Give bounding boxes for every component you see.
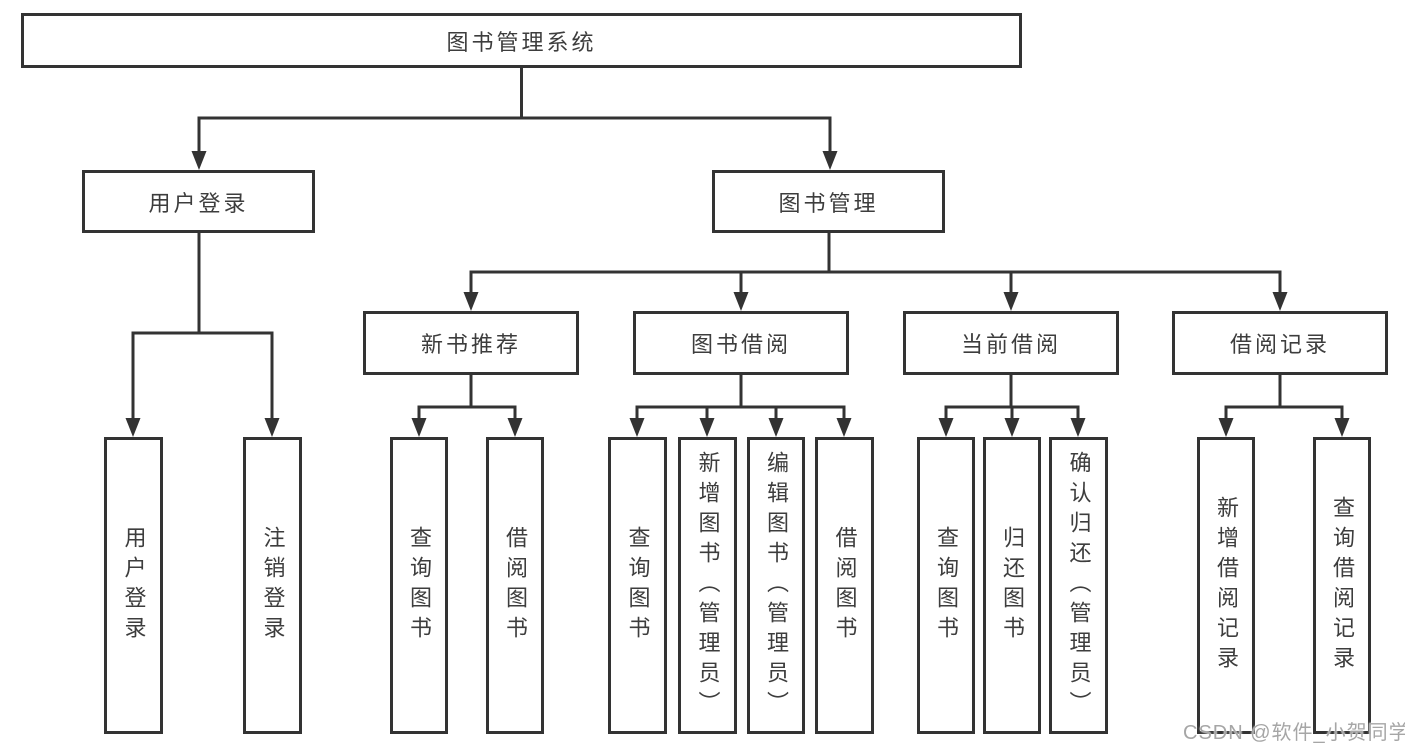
- leaf-query-books-recommend: 查询图书: [390, 437, 448, 734]
- node-library-management-system: 图书管理系统: [21, 13, 1022, 68]
- node-new-book-recommend: 新书推荐: [363, 311, 579, 375]
- leaf-edit-book-admin: 编辑图书（管理员）: [747, 437, 805, 734]
- leaf-query-books-current: 查询图书: [917, 437, 975, 734]
- node-user-login: 用户登录: [82, 170, 315, 233]
- node-borrow-records: 借阅记录: [1172, 311, 1388, 375]
- leaf-add-book-admin: 新增图书（管理员）: [678, 437, 737, 734]
- leaf-borrow-books-recommend: 借阅图书: [486, 437, 544, 734]
- leaf-user-login: 用户登录: [104, 437, 163, 734]
- leaf-query-borrow-record: 查询借阅记录: [1313, 437, 1371, 734]
- csdn-watermark: CSDN @软件_小贺同学: [1183, 722, 1405, 744]
- leaf-add-borrow-record: 新增借阅记录: [1197, 437, 1255, 734]
- node-book-management: 图书管理: [712, 170, 945, 233]
- leaf-borrow-books: 借阅图书: [815, 437, 874, 734]
- leaf-confirm-return-admin: 确认归还（管理员）: [1049, 437, 1108, 734]
- leaf-logout: 注销登录: [243, 437, 302, 734]
- node-current-borrow: 当前借阅: [903, 311, 1119, 375]
- leaf-query-books-borrow: 查询图书: [608, 437, 667, 734]
- leaf-return-book: 归还图书: [983, 437, 1041, 734]
- node-book-borrow: 图书借阅: [633, 311, 849, 375]
